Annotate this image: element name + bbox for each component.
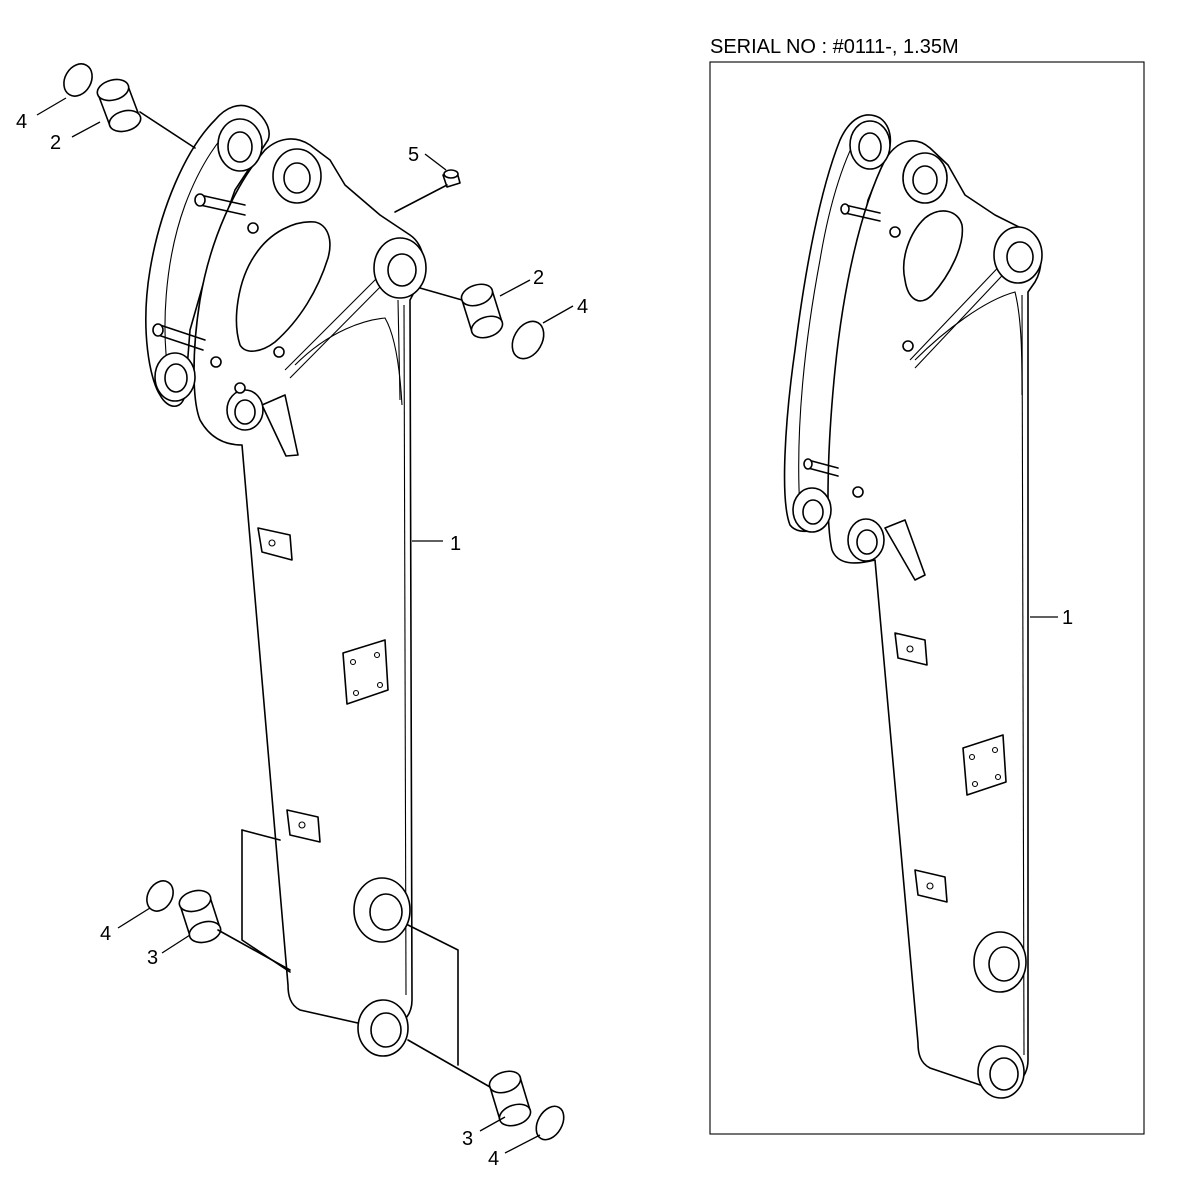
serial-caption: SERIAL NO : #0111-, 1.35M [710,36,959,58]
arm-assembly [145,104,427,1057]
callouts: 4 2 5 2 4 1 4 3 3 4 [16,111,588,1170]
inset-frame [709,61,1145,1135]
callout-3-bottom-right: 3 [462,1128,473,1150]
leader-lines [36,97,574,1154]
ring-top-right [511,320,545,360]
callout-2-top-left: 2 [50,132,61,154]
callout-4-top-left: 4 [16,111,27,133]
inset-panel: SERIAL NO : #0111-, 1.35M [709,36,1145,1135]
callout-2-top-right: 2 [533,267,544,289]
callout-4-top-right: 4 [577,296,588,318]
callout-4-bottom-left: 4 [100,923,111,945]
callout-4-bottom-right: 4 [488,1148,499,1170]
ring-bottom-right [535,1105,565,1141]
callout-3-bottom-left: 3 [147,947,158,969]
callout-1-inset: 1 [1062,607,1073,629]
ring-top-left [63,63,93,97]
callout-1-main: 1 [450,533,461,555]
callout-5: 5 [408,144,419,166]
loose-parts [63,63,565,1141]
ring-bottom-left [146,880,174,912]
